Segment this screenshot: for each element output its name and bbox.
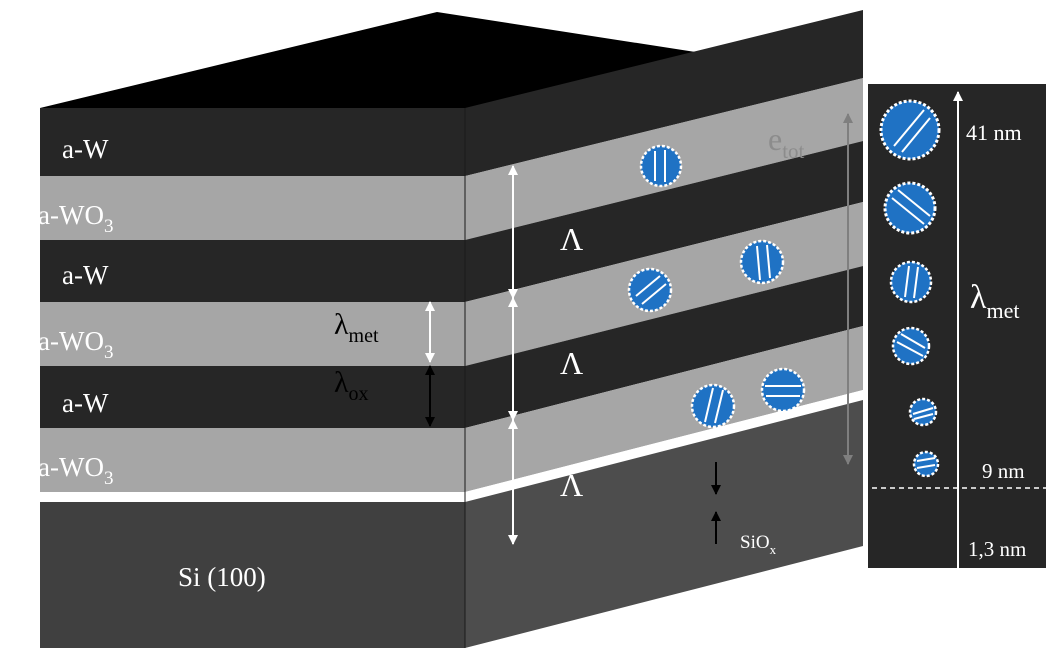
layer-w-2-front [40, 240, 465, 302]
grain [908, 397, 938, 427]
layer-wo3-2-front [40, 302, 465, 366]
panel-threshold-label: 9 nm [982, 459, 1025, 483]
lambda-ox-label: λox [334, 366, 369, 405]
grain [639, 144, 683, 188]
grain [879, 99, 941, 161]
grain [739, 239, 785, 285]
cube-grains [627, 144, 806, 429]
layer-label-w2: a-W [62, 260, 109, 290]
grain [627, 267, 673, 313]
layer-w-3-side [465, 266, 863, 428]
layer-label-wo3-3: a-WO3 [38, 452, 113, 489]
layer-wo3-3-front [40, 428, 465, 492]
layer-label-w3: a-W [62, 388, 109, 418]
layer-siox-side [465, 390, 863, 502]
layer-label-wo3-2: a-WO3 [38, 326, 113, 363]
panel-bottom-label: 1,3 nm [968, 537, 1026, 561]
layer-label-w1: a-W [62, 134, 109, 164]
grain [883, 181, 937, 235]
grain [760, 367, 806, 413]
panel-grains [879, 99, 941, 478]
etot-label: etot [768, 121, 805, 163]
period-label-2: Λ [560, 345, 583, 381]
layer-label-wo3-1: a-WO3 [38, 200, 113, 237]
lambda-met-label: λmet [334, 308, 379, 347]
grain [891, 326, 931, 366]
grain [889, 260, 933, 304]
layer-w-2-side [465, 141, 863, 302]
front-face [40, 108, 465, 648]
layer-w-1-side [465, 10, 863, 176]
panel-top-label: 41 nm [966, 120, 1022, 145]
layer-wo3-1-front [40, 176, 465, 240]
layer-siox-front [40, 492, 465, 502]
layer-w-1-front [40, 108, 465, 176]
panel-lambda-label: λmet [970, 279, 1020, 323]
substrate-label: Si (100) [178, 562, 266, 592]
period-label-1: Λ [560, 221, 583, 257]
side-face [464, 10, 863, 648]
grain [690, 383, 736, 429]
substrate-front [40, 502, 465, 648]
layer-w-3-front [40, 366, 465, 428]
siox-label: SiOx [740, 532, 777, 557]
substrate-side [465, 400, 863, 648]
period-label-3: Λ [560, 467, 583, 503]
layer-wo3-3-side [465, 326, 863, 492]
grain [912, 450, 940, 478]
